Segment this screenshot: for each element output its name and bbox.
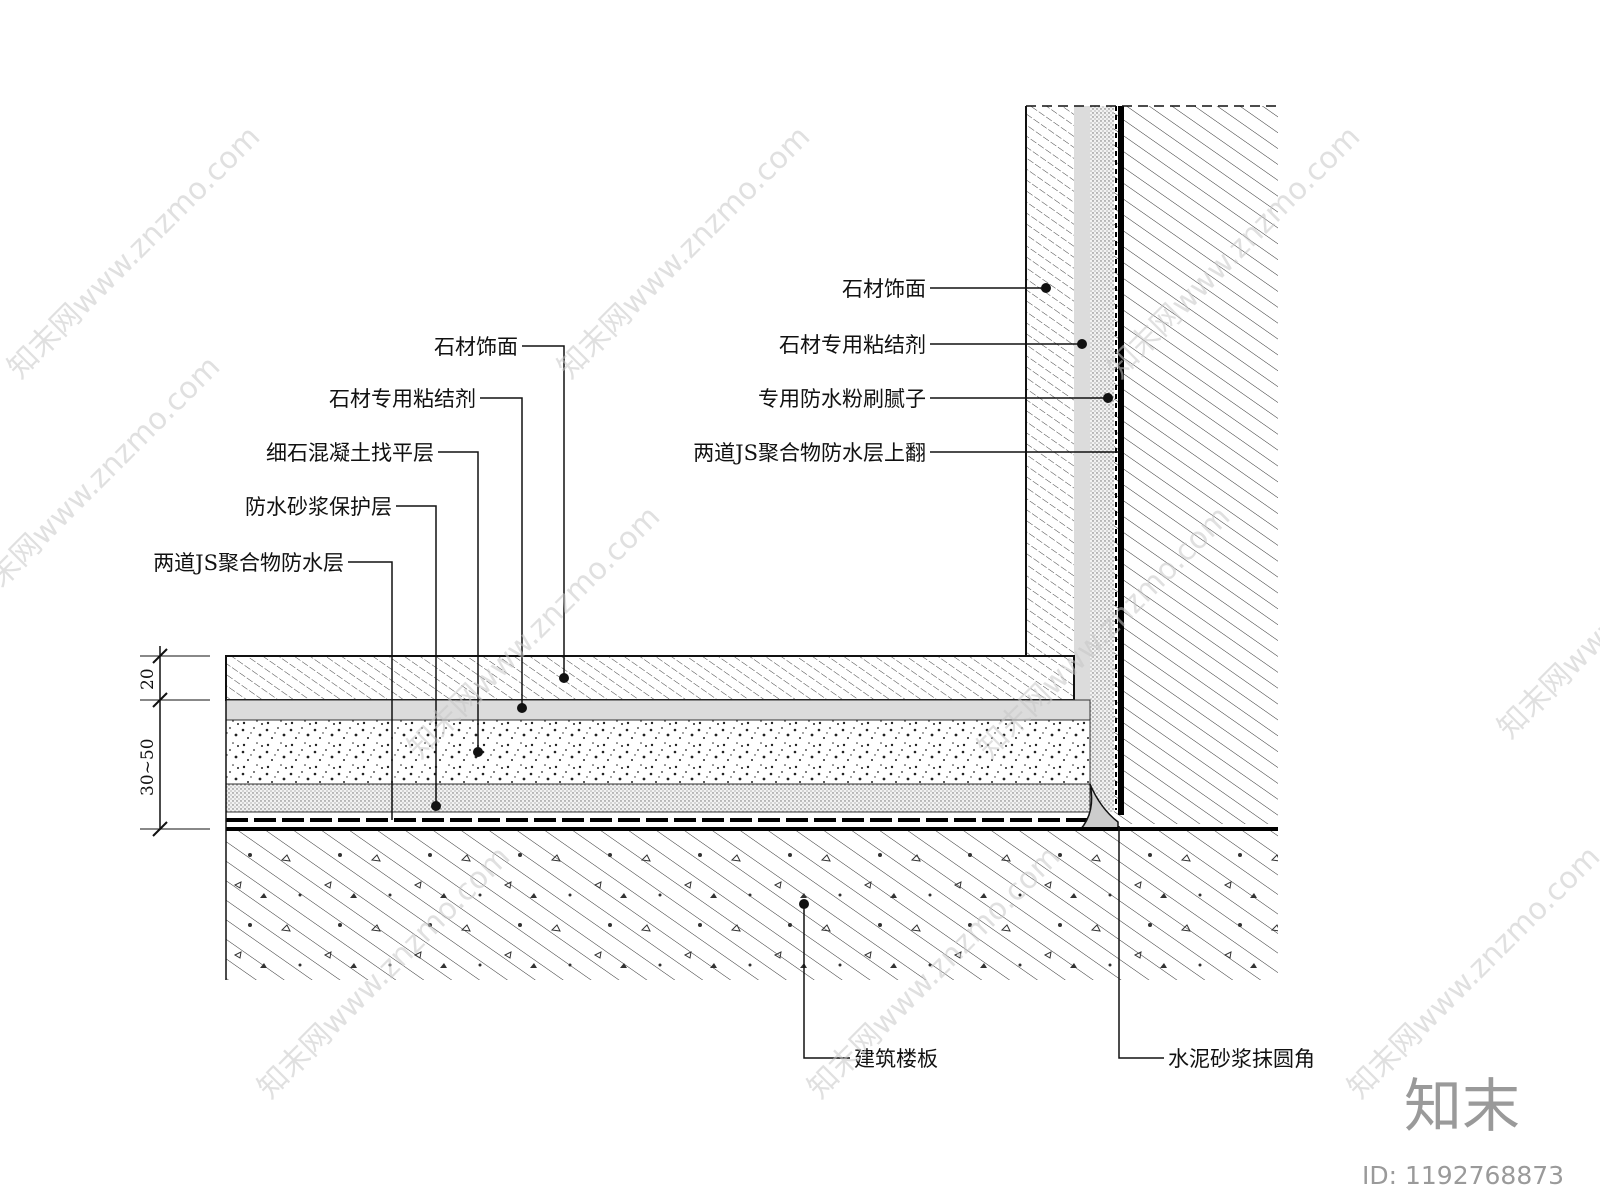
- wall-adhesive-layer: [1074, 106, 1090, 700]
- floor-leaders: [348, 345, 565, 820]
- structural-wall: [1108, 106, 1278, 824]
- dimension-line: 20 30~50: [138, 646, 210, 837]
- watermark-brand: 知末: [1404, 1072, 1520, 1140]
- label-wall-js-waterproof-upturn: 两道JS聚合物防水层上翻: [693, 441, 926, 465]
- label-floor-waterproof-mortar: 防水砂浆保护层: [245, 495, 392, 519]
- label-wall-stone-adhesive: 石材专用粘结剂: [779, 333, 926, 357]
- svg-text:知末网www.znzmo.com: 知末网www.znzmo.com: [1, 119, 267, 385]
- wall-putty-layer: [1090, 106, 1114, 812]
- floor-adhesive-layer: [225, 699, 1091, 721]
- label-floor-fine-concrete-screed: 细石混凝土找平层: [266, 441, 434, 465]
- label-mortar-fillet: 水泥砂浆抹圆角: [1168, 1047, 1315, 1071]
- label-structural-slab: 建筑楼板: [854, 1047, 938, 1071]
- svg-text:知末网www.znzmo.com: 知末网www.znzmo.com: [1341, 839, 1600, 1105]
- dimension-bottom: 30~50: [138, 738, 158, 796]
- svg-text:知末网www.znzmo.com: 知末网www.znzmo.com: [1491, 479, 1600, 745]
- label-floor-stone-adhesive: 石材专用粘结剂: [329, 387, 476, 411]
- svg-text:知末网www.znzmo.com: 知末网www.znzmo.com: [0, 349, 227, 615]
- label-wall-putty: 专用防水粉刷腻子: [758, 387, 926, 411]
- label-floor-js-waterproof: 两道JS聚合物防水层: [153, 551, 344, 575]
- wall-leaders: [930, 287, 1120, 453]
- label-floor-stone-facing: 石材饰面: [434, 335, 518, 359]
- svg-text:知末网www.znzmo.com: 知末网www.znzmo.com: [551, 119, 817, 385]
- label-wall-stone-facing: 石材饰面: [842, 277, 926, 301]
- dimension-top: 20: [138, 668, 158, 690]
- floor-waterproof-mortar-protection: [225, 783, 1091, 813]
- floor-stone-facing: [225, 655, 1075, 701]
- wall-stone-facing: [1026, 106, 1074, 656]
- watermark-image-id: ID: 1192768873: [1362, 1161, 1564, 1190]
